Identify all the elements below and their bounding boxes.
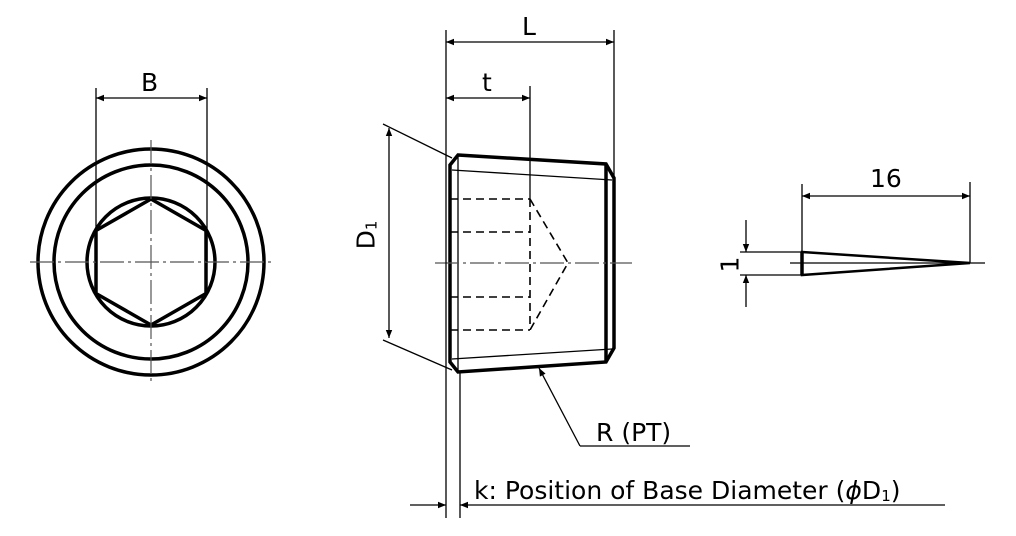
- label-k-close: ): [890, 476, 901, 505]
- label-k-D: D: [861, 476, 882, 505]
- wedge-view: [740, 182, 985, 307]
- end-view: [30, 88, 272, 382]
- side-view: [382, 30, 945, 518]
- label-k: k: Position of Base Diameter (ϕD1): [474, 478, 901, 504]
- label-D1-sub: 1: [362, 220, 381, 231]
- label-k-text: k: Position of Base Diameter (: [474, 476, 846, 505]
- label-D1-main: D: [351, 230, 381, 250]
- label-16: 16: [870, 164, 902, 193]
- label-t: t: [482, 68, 492, 97]
- leader-R-PT: [538, 367, 581, 447]
- label-R-PT: R (PT): [596, 418, 672, 447]
- label-1: 1: [715, 256, 745, 273]
- label-D1: D1: [351, 220, 381, 250]
- label-k-sub: 1: [881, 487, 891, 505]
- label-L: L: [522, 12, 536, 41]
- label-k-phi: ϕ: [845, 476, 862, 505]
- label-B: B: [141, 68, 159, 97]
